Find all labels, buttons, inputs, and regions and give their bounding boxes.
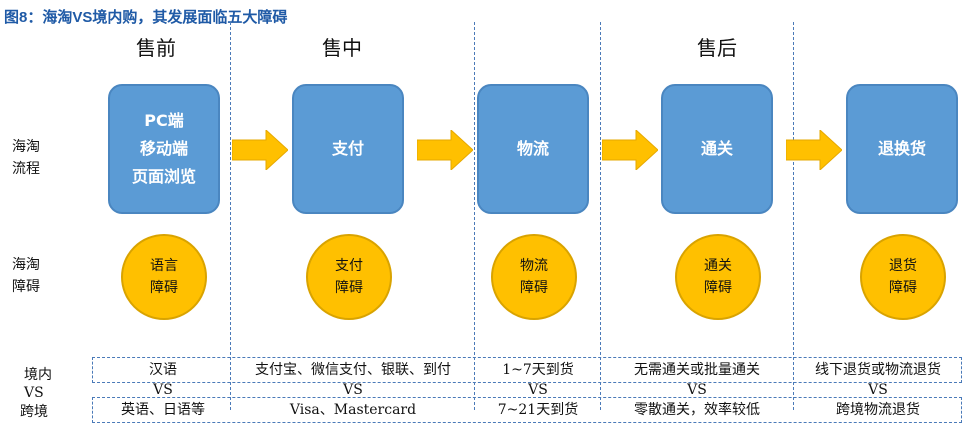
- domestic-payment: 支付宝、微信支付、银联、到付: [255, 362, 451, 378]
- row-label-crossborder: 跨境: [20, 404, 48, 420]
- barrier-circle-payment: 支付 障碍: [306, 234, 392, 320]
- crossborder-language: 英语、日语等: [121, 402, 205, 418]
- divider-line: [600, 22, 601, 410]
- flow-arrow-icon: [602, 130, 658, 170]
- barrier-circle-return: 退货 障碍: [860, 234, 946, 320]
- vs-label: VS: [868, 382, 888, 398]
- row-label-barrier: 海淘 障碍: [12, 257, 40, 295]
- step-box-browse: PC端 移动端 页面浏览: [108, 84, 220, 214]
- row-label-flow: 海淘 流程: [12, 139, 40, 177]
- row-label-domestic: 境内: [24, 367, 52, 383]
- crossborder-row-frame: [92, 397, 962, 423]
- flow-arrow-icon: [232, 130, 288, 170]
- figure-title: 图8：海淘VS境内购，其发展面临五大障碍: [4, 9, 288, 26]
- step-box-customs: 通关: [661, 84, 773, 214]
- crossborder-logistics: 7~21天到货: [497, 402, 579, 418]
- domestic-customs: 无需通关或批量通关: [634, 362, 760, 378]
- domestic-language: 汉语: [149, 362, 177, 378]
- crossborder-return: 跨境物流退货: [836, 402, 920, 418]
- domestic-row-frame: [92, 357, 962, 383]
- divider-line: [793, 22, 794, 410]
- vs-label: VS: [528, 382, 548, 398]
- step-box-payment: 支付: [292, 84, 404, 214]
- stage-aftersale: 售后: [697, 36, 737, 60]
- domestic-return: 线下退货或物流退货: [815, 362, 941, 378]
- vs-label: VS: [687, 382, 707, 398]
- divider-line: [474, 22, 475, 410]
- flow-arrow-icon: [786, 130, 842, 170]
- vs-label: VS: [153, 382, 173, 398]
- stage-presale: 售前: [136, 36, 176, 60]
- stage-insale: 售中: [322, 36, 362, 60]
- flow-arrow-icon: [417, 130, 473, 170]
- row-label-vs: VS: [24, 385, 44, 401]
- domestic-logistics: 1~7天到货: [502, 362, 574, 378]
- barrier-circle-customs: 通关 障碍: [675, 234, 761, 320]
- barrier-circle-language: 语言 障碍: [121, 234, 207, 320]
- step-box-logistics: 物流: [477, 84, 589, 214]
- barrier-circle-logistics: 物流 障碍: [491, 234, 577, 320]
- divider-line: [230, 22, 231, 410]
- crossborder-payment: Visa、Mastercard: [289, 402, 417, 418]
- step-box-return: 退换货: [846, 84, 958, 214]
- crossborder-customs: 零散通关，效率较低: [634, 402, 760, 418]
- vs-label: VS: [343, 382, 363, 398]
